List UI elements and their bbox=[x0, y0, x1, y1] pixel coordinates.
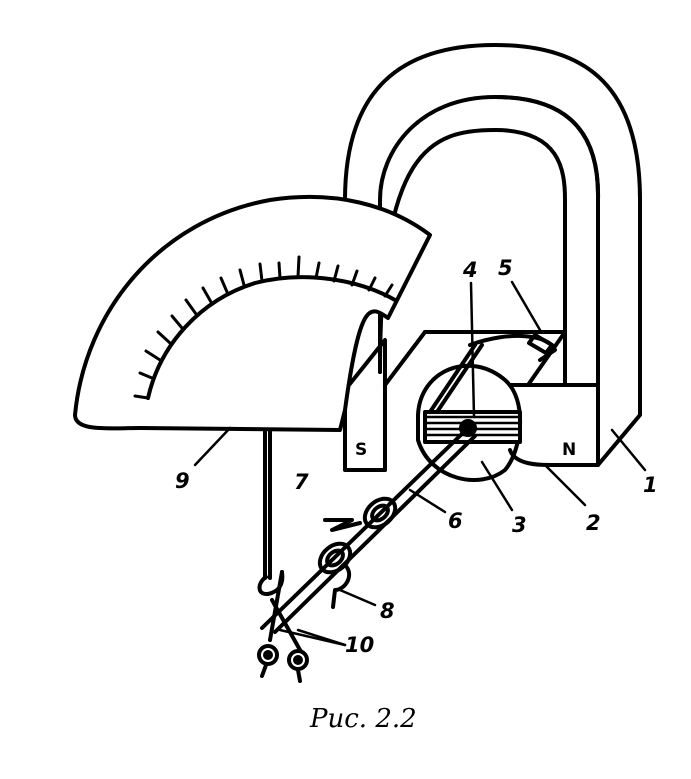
callout-5: 5 bbox=[498, 256, 513, 280]
callout-4: 4 bbox=[462, 258, 478, 282]
callout-3: 3 bbox=[512, 513, 527, 537]
terminals bbox=[257, 570, 309, 683]
pin bbox=[527, 333, 554, 355]
callout-1: 1 bbox=[643, 473, 658, 497]
axle bbox=[260, 426, 477, 634]
pole-label-north: N bbox=[562, 440, 576, 460]
callout-2: 2 bbox=[586, 511, 601, 535]
pole-label-south: S bbox=[355, 440, 367, 460]
callout-leaders bbox=[193, 280, 647, 647]
callout-8: 8 bbox=[380, 599, 395, 623]
spring-holder bbox=[323, 518, 362, 532]
figure-caption: Рис. 2.2 bbox=[309, 704, 417, 734]
callout-6: 6 bbox=[448, 509, 463, 533]
springs bbox=[317, 496, 398, 575]
scale-ticks bbox=[133, 255, 394, 400]
callout-10: 10 bbox=[345, 633, 374, 657]
callout-7: 7 bbox=[294, 470, 309, 494]
counterweight bbox=[331, 563, 352, 609]
callout-9: 9 bbox=[175, 469, 190, 493]
scale-arc bbox=[146, 275, 397, 400]
scale-plate bbox=[73, 194, 432, 432]
